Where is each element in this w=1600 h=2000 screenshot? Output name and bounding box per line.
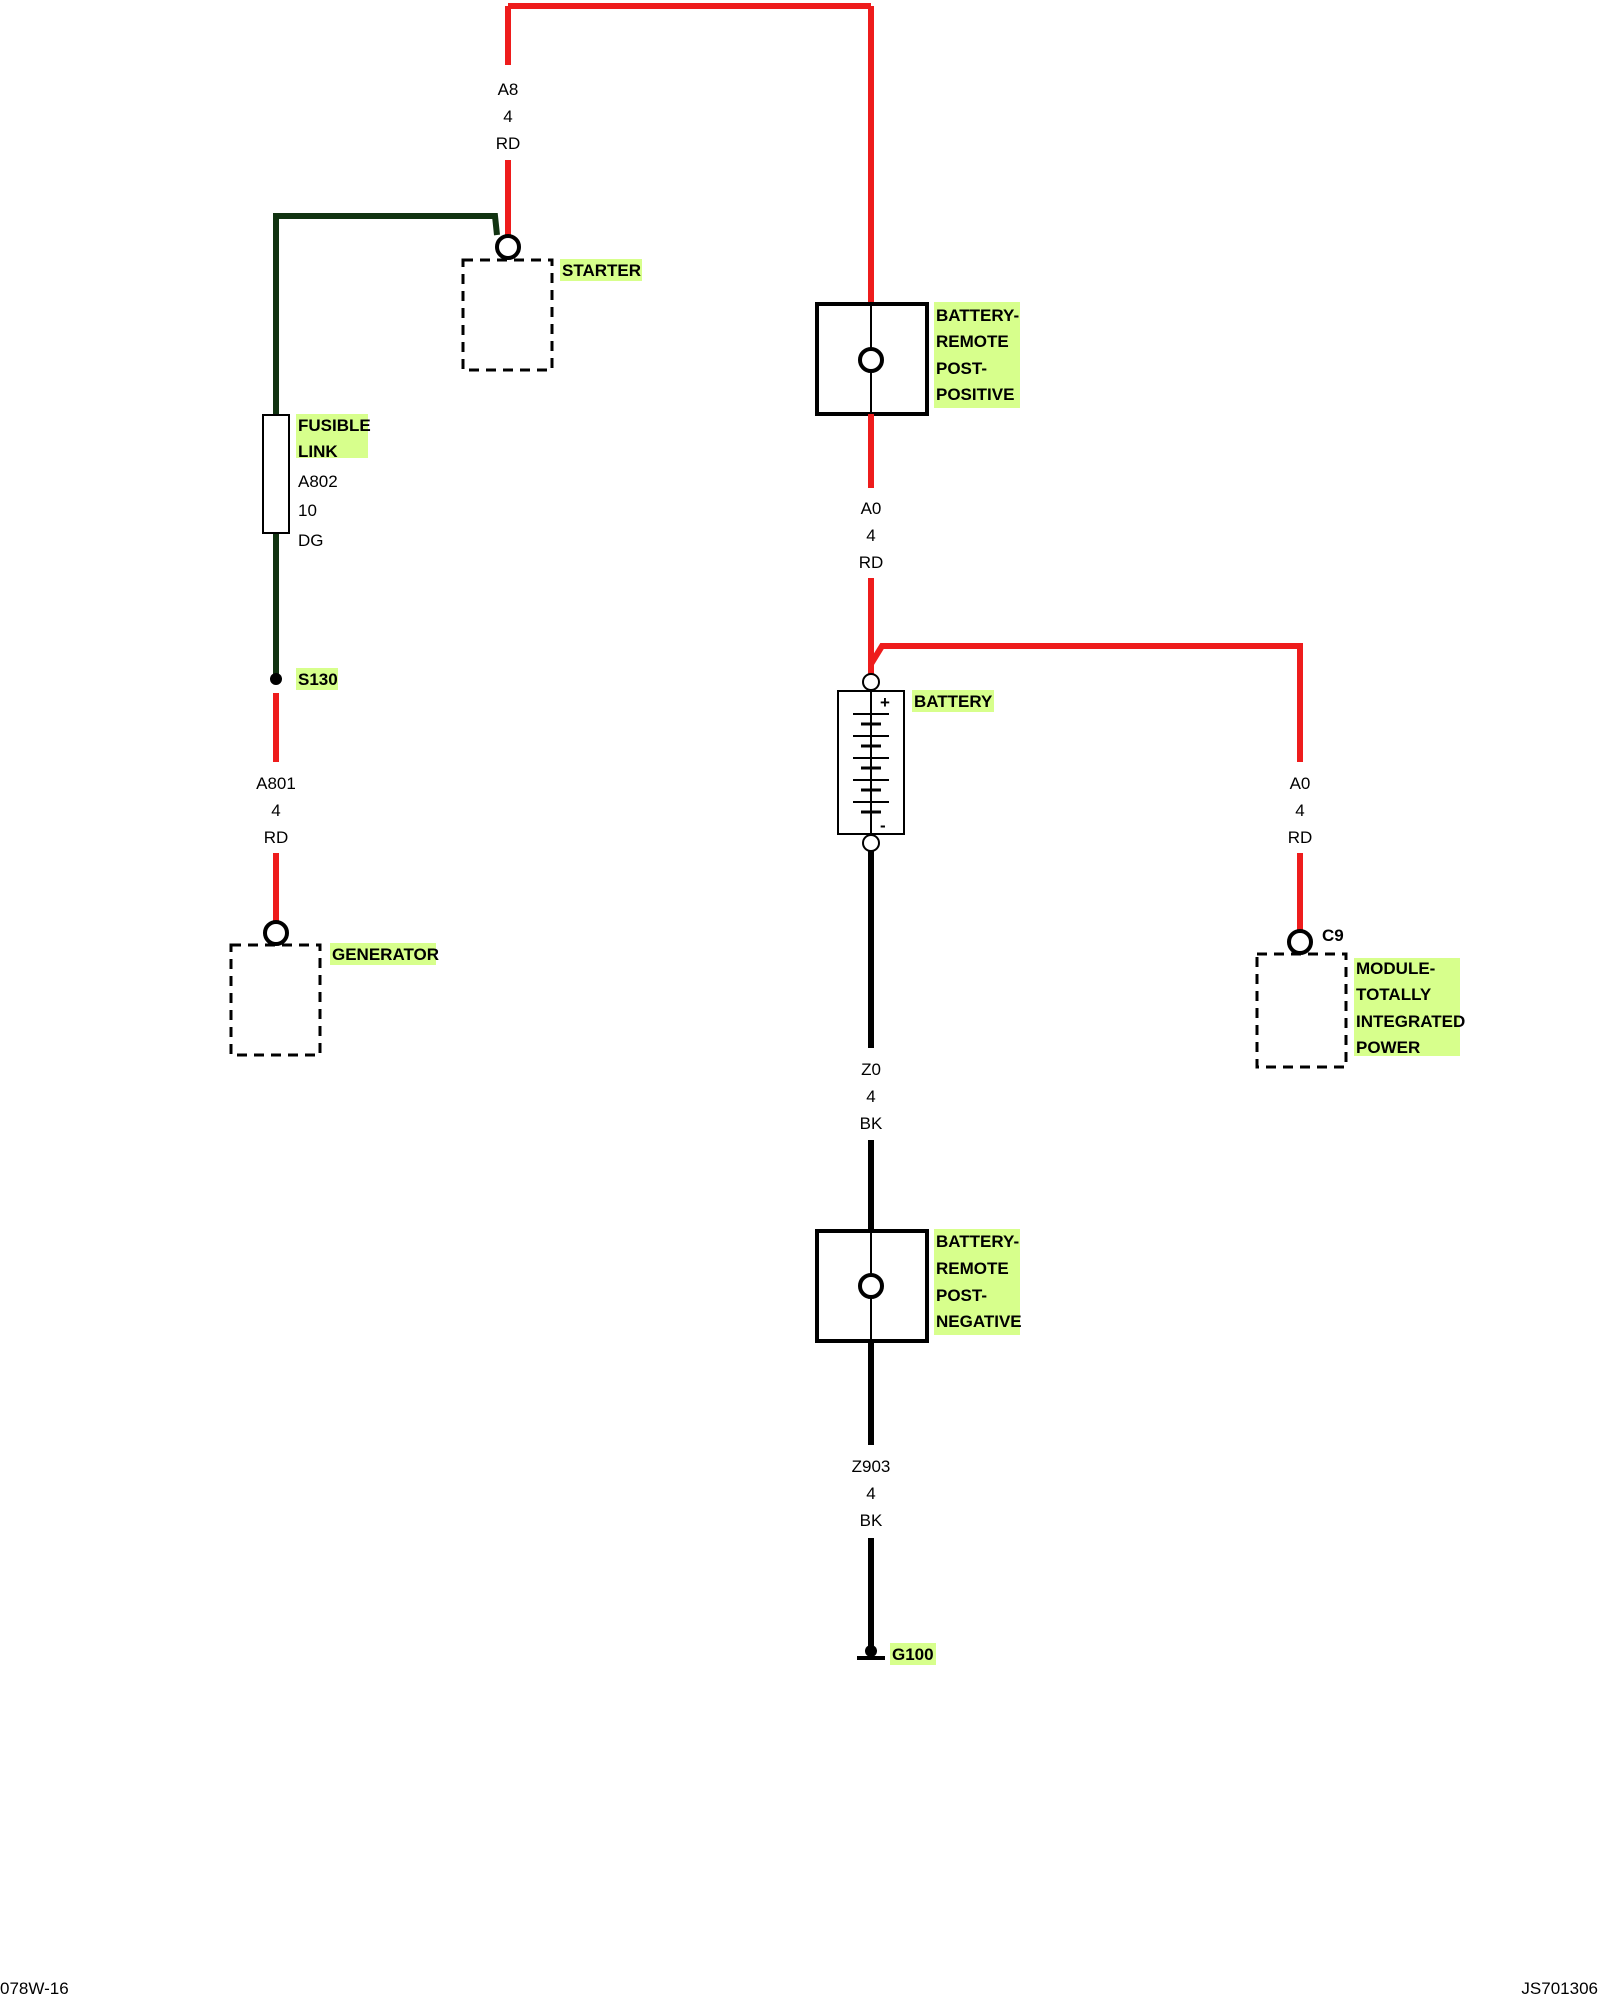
splice-s130-dot — [270, 673, 282, 685]
wire-a0-module-color: RD — [1288, 828, 1313, 847]
wire-a0-top-gauge: 4 — [866, 526, 875, 545]
wire-a802-gauge: 10 — [298, 501, 317, 520]
wire-a0-top-circuit: A0 — [861, 499, 882, 518]
battery-remote-post-negative — [815, 1229, 929, 1343]
connector-c9-label: C9 — [1322, 926, 1344, 945]
wire-z903-circuit: Z903 — [852, 1457, 891, 1476]
battery-remote-neg-label-line4: NEGATIVE — [936, 1312, 1022, 1331]
ground-symbol — [857, 1645, 885, 1660]
battery-remote-pos-label-line2: REMOTE — [936, 332, 1009, 351]
starter-label: STARTER — [562, 261, 641, 280]
splice-label-highlight — [296, 668, 338, 690]
battery-remote-post-positive — [815, 302, 929, 416]
module-label-line4: POWER — [1356, 1038, 1420, 1057]
fusible-link-symbol — [262, 414, 290, 534]
battery-remote-neg-label-line3: POST- — [936, 1286, 987, 1305]
generator-component — [229, 920, 322, 1057]
starter-label-highlight — [560, 259, 642, 281]
module-component — [1255, 929, 1348, 1069]
battery-remote-pos-label-line1: BATTERY- — [936, 306, 1019, 325]
wire-a801-gauge: 4 — [271, 801, 280, 820]
module-label-highlight — [1354, 958, 1460, 1056]
battery-remote-pos-label-line3: POST- — [936, 359, 987, 378]
wire-a8-color: RD — [496, 134, 521, 153]
fusible-link-label-highlight — [296, 414, 368, 458]
battery-remote-neg-label-line1: BATTERY- — [936, 1232, 1019, 1251]
wire-a801-color: RD — [264, 828, 289, 847]
wire-a0-module-circuit: A0 — [1290, 774, 1311, 793]
wire-a8 — [505, 3, 874, 305]
wire-a8-gauge: 4 — [503, 107, 512, 126]
wire-a802-circuit: A802 — [298, 472, 338, 491]
wire-a0-top-color: RD — [859, 553, 884, 572]
fusible-link-label-line1: FUSIBLE — [298, 416, 371, 435]
wire-a0-module-gauge: 4 — [1295, 801, 1304, 820]
battery-remote-neg-label-highlight — [934, 1229, 1020, 1335]
battery-symbol — [837, 673, 905, 852]
starter-component — [461, 234, 554, 372]
battery-remote-pos-label-line4: POSITIVE — [936, 385, 1014, 404]
footer-left-code: 078W-16 — [0, 1979, 69, 1998]
fusible-link-label-line2: LINK — [298, 442, 338, 461]
battery-remote-neg-label-line2: REMOTE — [936, 1259, 1009, 1278]
wire-a802 — [273, 213, 500, 675]
splice-label: S130 — [298, 670, 338, 689]
battery-label: BATTERY — [914, 692, 993, 711]
generator-label-highlight — [330, 943, 436, 965]
battery-remote-pos-label-highlight — [934, 302, 1020, 408]
ground-label-highlight — [890, 1643, 936, 1665]
wire-z903-color: BK — [860, 1511, 883, 1530]
wire-z0-color: BK — [860, 1114, 883, 1133]
wire-z0-circuit: Z0 — [861, 1060, 881, 1079]
module-label-line1: MODULE- — [1356, 959, 1435, 978]
wire-a0-module — [868, 643, 1303, 932]
module-label-line3: INTEGRATED — [1356, 1012, 1465, 1031]
ground-label: G100 — [892, 1645, 934, 1664]
wire-a8-circuit: A8 — [498, 80, 519, 99]
wire-a802-color: DG — [298, 531, 324, 550]
wire-z0-gauge: 4 — [866, 1087, 875, 1106]
battery-plus-sign: + — [880, 693, 890, 712]
wire-z903-gauge: 4 — [866, 1484, 875, 1503]
module-label-line2: TOTALLY — [1356, 985, 1432, 1004]
battery-label-highlight — [912, 690, 994, 712]
generator-label: GENERATOR — [332, 945, 439, 964]
footer-right-code: JS701306 — [1521, 1979, 1598, 1998]
battery-minus-sign: - — [880, 816, 886, 835]
wire-a801-circuit: A801 — [256, 774, 296, 793]
